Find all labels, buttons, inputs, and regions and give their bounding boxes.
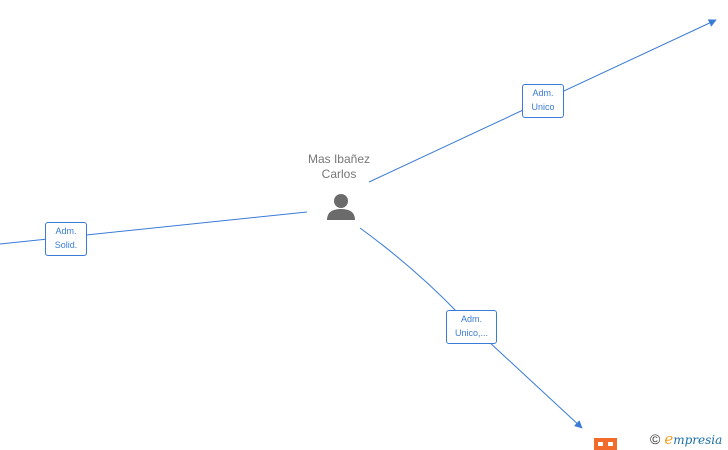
role-label-line1: Adm. <box>532 88 554 98</box>
role-label-adm-unico-more[interactable]: Adm. Unico,... <box>446 310 497 344</box>
brand-name: mpresia <box>673 433 723 447</box>
person-name-line2: Carlos <box>321 167 357 181</box>
person-icon[interactable] <box>327 194 355 220</box>
role-label-line1: Adm. <box>460 314 482 324</box>
role-label-line2: Unico,... <box>454 328 488 338</box>
person-name-line1: Mas Ibañez <box>307 152 371 166</box>
role-label-line1: Adm. <box>55 226 77 236</box>
role-label-line2: Unico <box>531 102 555 112</box>
role-label-adm-unico[interactable]: Adm. Unico <box>522 84 564 118</box>
role-label-adm-solid[interactable]: Adm. Solid. <box>45 222 87 256</box>
building-icon[interactable] <box>594 438 617 450</box>
brand-initial: e <box>664 430 674 448</box>
empresia-watermark: ©empresia <box>650 430 722 448</box>
person-name[interactable]: Mas Ibañez Carlos <box>289 152 389 182</box>
role-label-line2: Solid. <box>54 240 78 250</box>
copyright-symbol: © <box>650 431 661 447</box>
